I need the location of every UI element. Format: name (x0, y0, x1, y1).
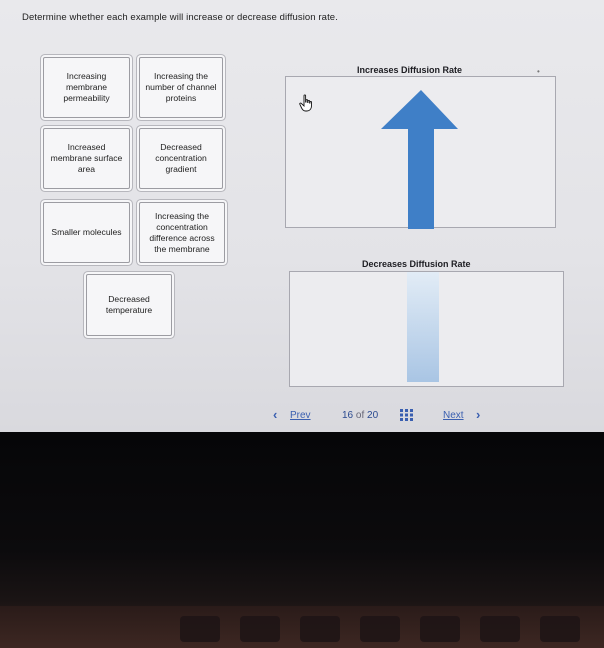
prev-link[interactable]: Prev (290, 410, 311, 421)
keyboard-key (420, 616, 460, 642)
up-arrow-icon (381, 90, 458, 229)
down-arrow-icon (407, 272, 439, 382)
card-concentration-difference[interactable]: Increasing the concentration difference … (139, 202, 225, 263)
keyboard-key (480, 616, 520, 642)
screen: Determine whether each example will incr… (0, 0, 604, 432)
current-page: 16 (342, 410, 354, 421)
increase-drop-zone[interactable] (285, 76, 556, 229)
decrease-zone-title: Decreases Diffusion Rate (362, 259, 471, 269)
grid-icon[interactable] (400, 409, 413, 421)
keyboard-key (540, 616, 580, 642)
keyboard-key (240, 616, 280, 642)
keyboard-key (180, 616, 220, 642)
card-increasing-permeability[interactable]: Increasing membrane permeability (43, 57, 130, 118)
page-indicator: 16 of 20 (342, 410, 378, 421)
card-decreased-temperature[interactable]: Decreased temperature (86, 274, 172, 336)
decrease-drop-zone[interactable] (289, 271, 564, 387)
card-channel-proteins[interactable]: Increasing the number of channel protein… (139, 57, 223, 118)
card-concentration-gradient[interactable]: Decreased concentration gradient (139, 128, 223, 189)
question-prompt: Determine whether each example will incr… (22, 12, 338, 23)
keyboard-key (360, 616, 400, 642)
keyboard-key (300, 616, 340, 642)
card-smaller-molecules[interactable]: Smaller molecules (43, 202, 130, 263)
total-pages: 20 (367, 410, 379, 421)
chevron-right-icon[interactable]: › (476, 407, 481, 422)
increase-zone-title: Increases Diffusion Rate (357, 65, 463, 75)
dot-icon: • (537, 67, 540, 76)
chevron-left-icon[interactable]: ‹ (273, 407, 278, 422)
hand-pointer-icon (299, 94, 312, 112)
card-surface-area[interactable]: Increased membrane surface area (43, 128, 130, 189)
of-label: of (355, 410, 365, 421)
next-link[interactable]: Next (443, 410, 464, 421)
